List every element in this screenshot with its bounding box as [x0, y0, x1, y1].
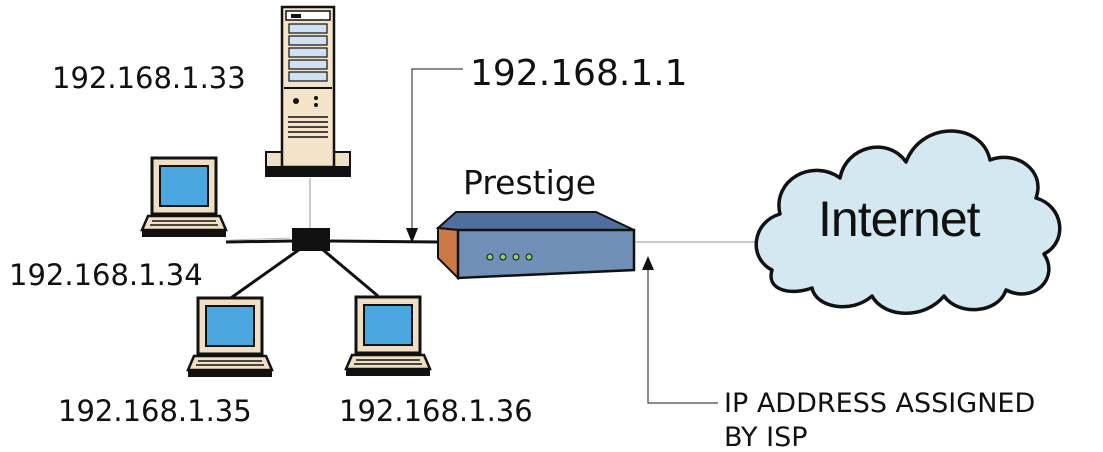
arrow-up-icon — [642, 256, 654, 270]
isp-note-line1: IP ADDRESS ASSIGNED — [724, 388, 1036, 419]
cloud-icon — [754, 129, 1062, 315]
isp-ip-leader — [642, 256, 718, 404]
router-ip-label: 192.168.1.1 — [470, 53, 688, 94]
arrow-down-icon — [406, 228, 418, 243]
bottom-left-pc-cable — [227, 247, 301, 302]
server-ip-label: 192.168.1.33 — [52, 61, 246, 95]
server-tower-icon — [265, 5, 351, 177]
router-name-label: Prestige — [463, 163, 597, 202]
router-icon — [435, 211, 636, 281]
laptop-icon — [140, 156, 228, 239]
cloud-label: Internet — [818, 191, 981, 247]
left-pc-cable — [225, 239, 293, 244]
network-hub-icon — [292, 228, 330, 251]
bottom-right-pc-cable — [321, 247, 379, 298]
pc-left-ip-label: 192.168.1.34 — [9, 258, 203, 292]
pc-bottom-right-ip-label: 192.168.1.36 — [339, 394, 533, 428]
router-ip-leader — [406, 68, 463, 243]
pc-bottom-left-ip-label: 192.168.1.35 — [58, 394, 252, 428]
laptop-icon — [344, 295, 432, 378]
network-cables — [225, 178, 768, 302]
isp-note-line2: BY ISP — [724, 422, 808, 452]
laptop-icon — [186, 296, 274, 379]
router-cable — [329, 239, 441, 244]
